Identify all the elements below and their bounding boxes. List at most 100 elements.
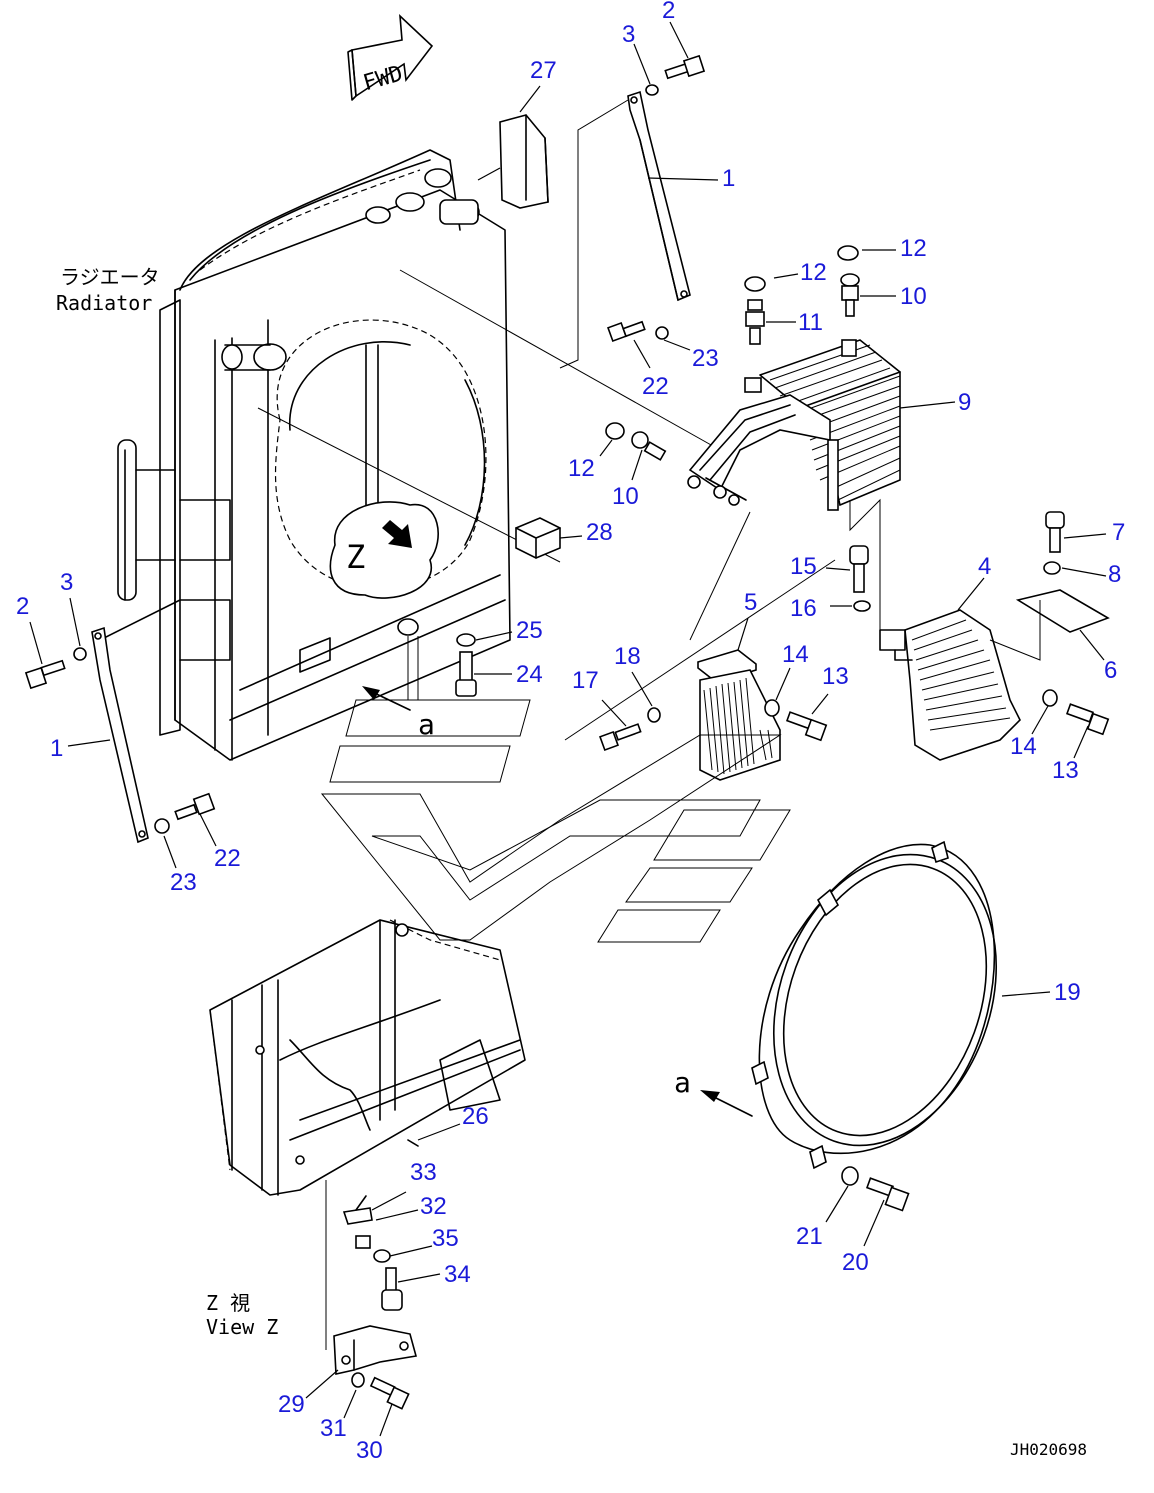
callout-10-b: 10: [612, 483, 639, 510]
callout-21: 21: [796, 1223, 823, 1250]
callout-11: 11: [798, 309, 823, 336]
part-25-washer: [456, 633, 476, 647]
part-16-washer: [853, 600, 871, 612]
part-35-spacer: [355, 1235, 371, 1249]
part-3-washer-top: [645, 84, 659, 96]
part-27-pad: [499, 114, 549, 209]
z-marker-label: Z: [346, 538, 365, 576]
callout-10-a: 10: [900, 283, 927, 310]
part-6-plate: [1015, 589, 1110, 633]
part-20-bolt: [865, 1177, 910, 1212]
part-2-bolt-top: [664, 54, 706, 80]
callout-24: 24: [516, 661, 543, 688]
part-14-washer-right: [1042, 689, 1058, 707]
part-14-washer-center: [764, 699, 780, 717]
part-12-seal-b: [837, 245, 859, 261]
part-2-bolt-lower: [24, 659, 66, 690]
part-13-bolt-center: [785, 711, 828, 742]
part-19-fan-ring: [751, 840, 998, 1170]
part-31-washer: [351, 1372, 365, 1388]
part-8-washer: [1043, 561, 1061, 575]
part-12-seal-c: [605, 422, 625, 440]
part-22-bolt-upper: [607, 320, 646, 342]
callouts: 2 3 27 1 12 12 10 11 23 22 9 12 10 28 7 …: [16, 0, 1125, 1464]
callout-26: 26: [462, 1103, 489, 1130]
part-32-clip: [342, 1195, 373, 1225]
part-18-washer: [647, 707, 661, 723]
callout-32: 32: [420, 1193, 447, 1220]
callout-2-top: 2: [662, 0, 675, 24]
callout-8: 8: [1108, 561, 1121, 588]
callout-35: 35: [432, 1225, 459, 1252]
callout-15: 15: [790, 553, 817, 580]
part-1-stay-upper: [627, 90, 691, 302]
callout-34: 34: [444, 1261, 471, 1288]
radiator-jp-label: ラジエータ: [60, 265, 160, 289]
callout-5: 5: [744, 589, 757, 616]
callout-22-lower: 22: [214, 845, 241, 872]
callout-1-lower: 1: [50, 735, 63, 762]
arrow-a-label-lower: a: [674, 1066, 691, 1099]
part-22-bolt-lower: [174, 792, 216, 821]
part-1-stay-lower: [91, 626, 149, 844]
callout-20: 20: [842, 1249, 869, 1276]
part-30-bolt: [369, 1376, 410, 1410]
direction-a-arrow-lower: a: [674, 1066, 753, 1117]
drawing-code: JH020698: [1010, 1440, 1087, 1459]
callout-23-lower: 23: [170, 869, 197, 896]
part-3-washer-lower: [73, 647, 87, 661]
view-z-marker: Z: [329, 501, 439, 599]
part-24-bolt: [455, 651, 477, 697]
callout-33: 33: [410, 1159, 437, 1186]
part-21-washer: [841, 1166, 859, 1186]
radiator-en-label: Radiator: [56, 291, 152, 315]
callout-23-upper: 23: [692, 345, 719, 372]
part-5-cooler: [697, 649, 781, 781]
callout-14-center: 14: [782, 641, 809, 668]
part-12-seal-a: [744, 276, 766, 292]
radiator-assembly: [99, 149, 511, 761]
callout-17: 17: [572, 667, 599, 694]
part-4-bracket: [879, 609, 1021, 761]
callout-12-a: 12: [900, 235, 927, 262]
part-11-fitting: [745, 299, 765, 345]
callout-4: 4: [978, 553, 991, 580]
callout-6: 6: [1104, 657, 1117, 684]
part-13-bolt-right: [1065, 703, 1110, 736]
view-z-detail: [209, 919, 526, 1196]
callout-29: 29: [278, 1391, 305, 1418]
view-z-en-label: View Z: [206, 1315, 278, 1339]
part-23-washer-lower: [154, 818, 170, 834]
callout-1-upper: 1: [722, 165, 735, 192]
callout-22-upper: 22: [642, 373, 669, 400]
callout-9: 9: [958, 389, 971, 416]
fwd-arrow-icon: FWD: [347, 13, 434, 101]
callout-18: 18: [614, 643, 641, 670]
callout-19: 19: [1054, 979, 1081, 1006]
callout-25: 25: [516, 617, 543, 644]
callout-13-right: 13: [1052, 757, 1079, 784]
callout-28: 28: [586, 519, 613, 546]
callout-7: 7: [1112, 519, 1125, 546]
callout-30: 30: [356, 1437, 383, 1464]
callout-13-center: 13: [822, 663, 849, 690]
callout-31: 31: [320, 1415, 347, 1442]
callout-14-right: 14: [1010, 733, 1037, 760]
part-7-bolt: [1045, 511, 1065, 553]
part-10-fitting-a: [840, 273, 860, 317]
part-17-bolt: [599, 723, 642, 751]
part-34-bolt: [381, 1267, 403, 1311]
callout-12-b: 12: [800, 259, 827, 286]
part-35-washer: [373, 1249, 391, 1263]
part-26-pin: [407, 1139, 419, 1147]
callout-2-lower: 2: [16, 593, 29, 620]
part-10-fitting-b: [631, 431, 667, 461]
part-15-bolt: [849, 545, 869, 593]
part-29-bracket: [333, 1325, 418, 1375]
part-28-block: [515, 517, 561, 559]
view-z-jp-label: Z 視: [206, 1291, 250, 1315]
part-9-oil-cooler: [687, 339, 901, 511]
callout-12-c: 12: [568, 455, 595, 482]
